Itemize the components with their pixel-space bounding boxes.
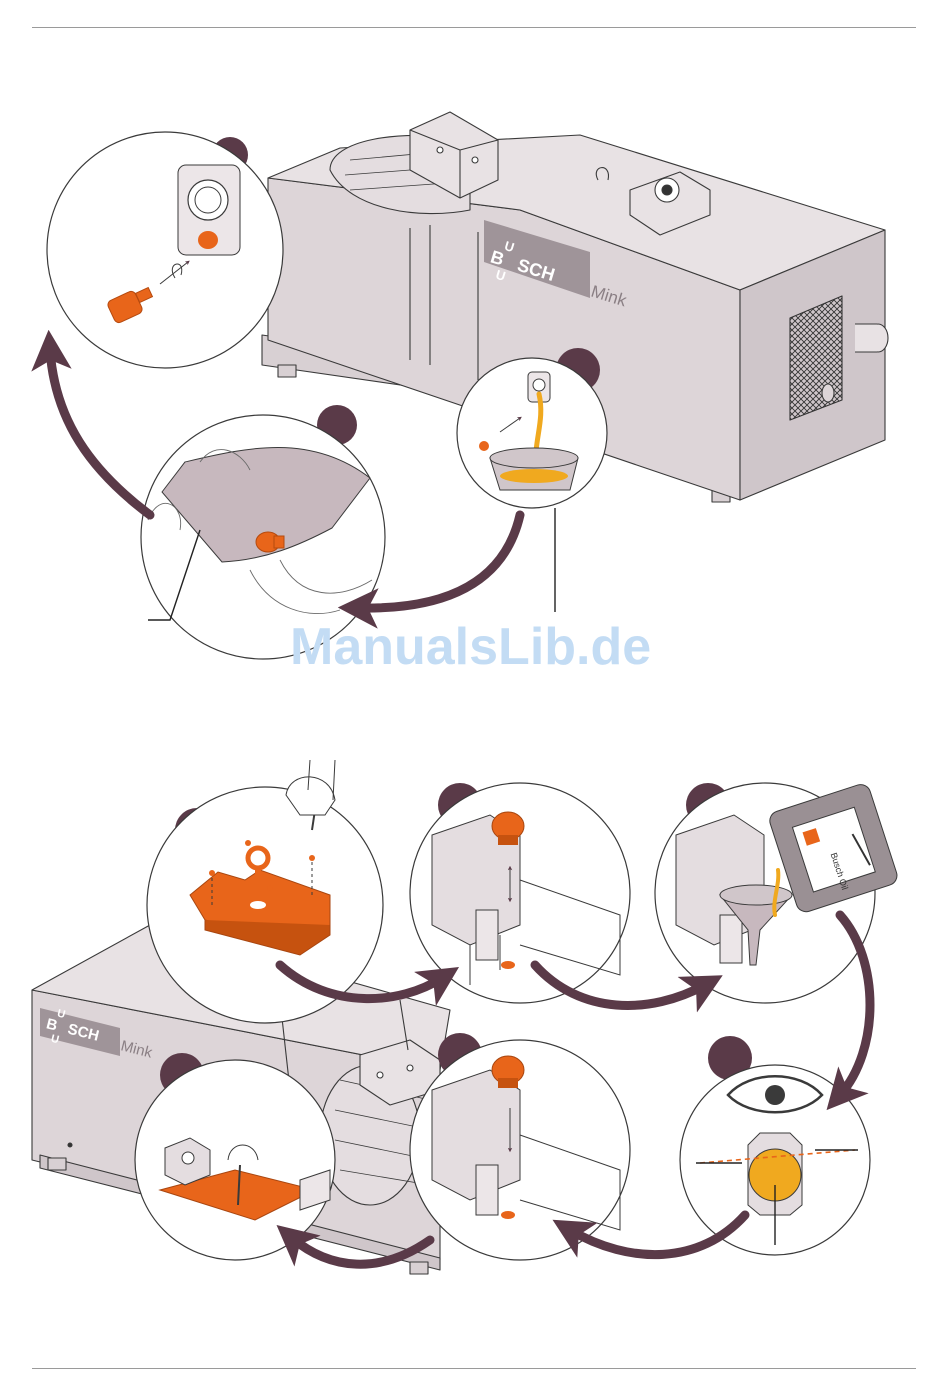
detail-open-fill-plug <box>410 783 630 1003</box>
watermark-text: ManualsLib.de <box>290 618 651 676</box>
detail-check-level <box>680 1036 870 1255</box>
detail-close-fill-plug <box>410 1033 630 1260</box>
detail-drain-oil <box>457 348 607 612</box>
detail-plug-reinstall <box>47 132 283 368</box>
detail-remove-cover <box>147 760 383 1023</box>
